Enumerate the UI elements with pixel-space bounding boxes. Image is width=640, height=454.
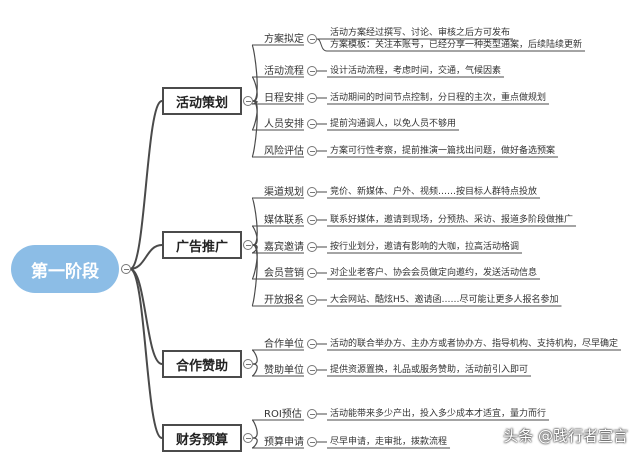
branch-node[interactable]: 合作赞助: [162, 350, 242, 378]
item-label: 人员安排: [264, 119, 304, 130]
detail-text: 提供资源置换，礼品或服务赞助，活动前引入即可: [330, 365, 529, 375]
item-collapse-icon[interactable]: [307, 437, 317, 447]
root-node[interactable]: 第一阶段: [11, 245, 119, 293]
item-collapse-icon[interactable]: [307, 215, 317, 225]
connector-line: [251, 100, 258, 158]
branch-node[interactable]: 财务预算: [162, 424, 242, 452]
item-collapse-icon[interactable]: [307, 93, 317, 103]
item-collapse-icon[interactable]: [307, 409, 317, 419]
branch-label: 广告推广: [175, 239, 228, 255]
detail-text: 提前沟通调人，以免人员不够用: [330, 119, 457, 129]
item-collapse-icon[interactable]: [307, 187, 317, 197]
branch-node[interactable]: 活动策划: [162, 87, 242, 115]
detail-text: 活动方案经过撰写、讨论、审核之后方可发布: [330, 28, 511, 38]
branch-collapse-icon[interactable]: [243, 359, 253, 369]
branch-label: 财务预算: [175, 432, 228, 448]
connector-line: [251, 197, 258, 246]
detail-text: 按行业划分，邀请有影响的大咖，拉高活动格调: [330, 242, 520, 252]
connector-line: [251, 244, 258, 307]
item-label: 会员营销: [264, 268, 304, 279]
root-label: 第一阶段: [31, 261, 99, 282]
branch-collapse-icon[interactable]: [243, 240, 253, 250]
connector-line: [316, 38, 328, 52]
connector-line: [251, 363, 258, 377]
detail-text: 竞价、新媒体、户外、视频……按目标人群特点投放: [330, 187, 538, 197]
item-label: 赞助单位: [264, 365, 304, 376]
detail-text: 方案可行性考察，提前推演一篇找出问题，做好备选预案: [330, 146, 556, 156]
detail-text: 活动能带来多少产出，投入多少成本才适宜，量力而行: [330, 409, 547, 419]
detail-text: 尽早申请，走审批，拨款流程: [330, 437, 448, 447]
detail-text: 联系好媒体，邀请到现场，分预热、采访、报道多阶段做推广: [330, 215, 574, 225]
branch-collapse-icon[interactable]: [243, 433, 253, 443]
item-label: 嘉宾邀请: [264, 242, 304, 253]
item-collapse-icon[interactable]: [307, 146, 317, 156]
branch-label: 活动策划: [175, 95, 228, 111]
item-label: 方案拟定: [264, 34, 304, 45]
item-collapse-icon[interactable]: [307, 242, 317, 252]
branch-label: 合作赞助: [175, 358, 228, 374]
detail-text: 活动期间的时间节点控制，分日程的主次，重点做规划: [330, 93, 547, 103]
connector-line: [129, 268, 163, 439]
connector-line: [129, 244, 163, 270]
item-collapse-icon[interactable]: [307, 365, 317, 375]
connector-line: [251, 44, 258, 102]
detail-text: 活动的联合举办方、主办方或者协办方、指导机构、支持机构，尽早确定: [330, 339, 619, 349]
item-label: 活动流程: [264, 66, 304, 77]
connector-line: [251, 225, 258, 246]
item-collapse-icon[interactable]: [307, 268, 317, 278]
item-label: 渠道规划: [264, 187, 304, 198]
root-collapse-icon[interactable]: [121, 264, 131, 274]
item-label: 媒体联系: [264, 215, 304, 226]
item-label: 合作单位: [264, 339, 304, 350]
watermark: 头条 @践行者宣言: [503, 427, 628, 445]
detail-text: 大会网站、酷炫H5、邀请函……尽可能让更多人报名参加: [330, 295, 559, 305]
detail-text: 设计活动流程，考虑时间，交通，气候因素: [330, 66, 502, 76]
connector-line: [251, 76, 258, 102]
branch-node[interactable]: 广告推广: [162, 231, 242, 259]
item-label: 风险评估: [264, 146, 304, 157]
branch-collapse-icon[interactable]: [243, 96, 253, 106]
item-label: 开放报名: [264, 295, 304, 306]
item-label: ROI预估: [264, 409, 302, 420]
detail-text: 方案模板：关注本账号，已经分享一种类型通案，后续陆续更新: [330, 40, 583, 50]
item-collapse-icon[interactable]: [307, 34, 317, 44]
connector-line: [129, 100, 163, 270]
item-collapse-icon[interactable]: [307, 119, 317, 129]
detail-text: 对企业老客户、协会会员做定向邀约，发送活动信息: [330, 268, 538, 278]
item-collapse-icon[interactable]: [307, 295, 317, 305]
connector-line: [251, 419, 258, 439]
item-collapse-icon[interactable]: [307, 66, 317, 76]
item-label: 预算申请: [264, 437, 304, 448]
item-collapse-icon[interactable]: [307, 339, 317, 349]
item-label: 日程安排: [264, 93, 304, 104]
